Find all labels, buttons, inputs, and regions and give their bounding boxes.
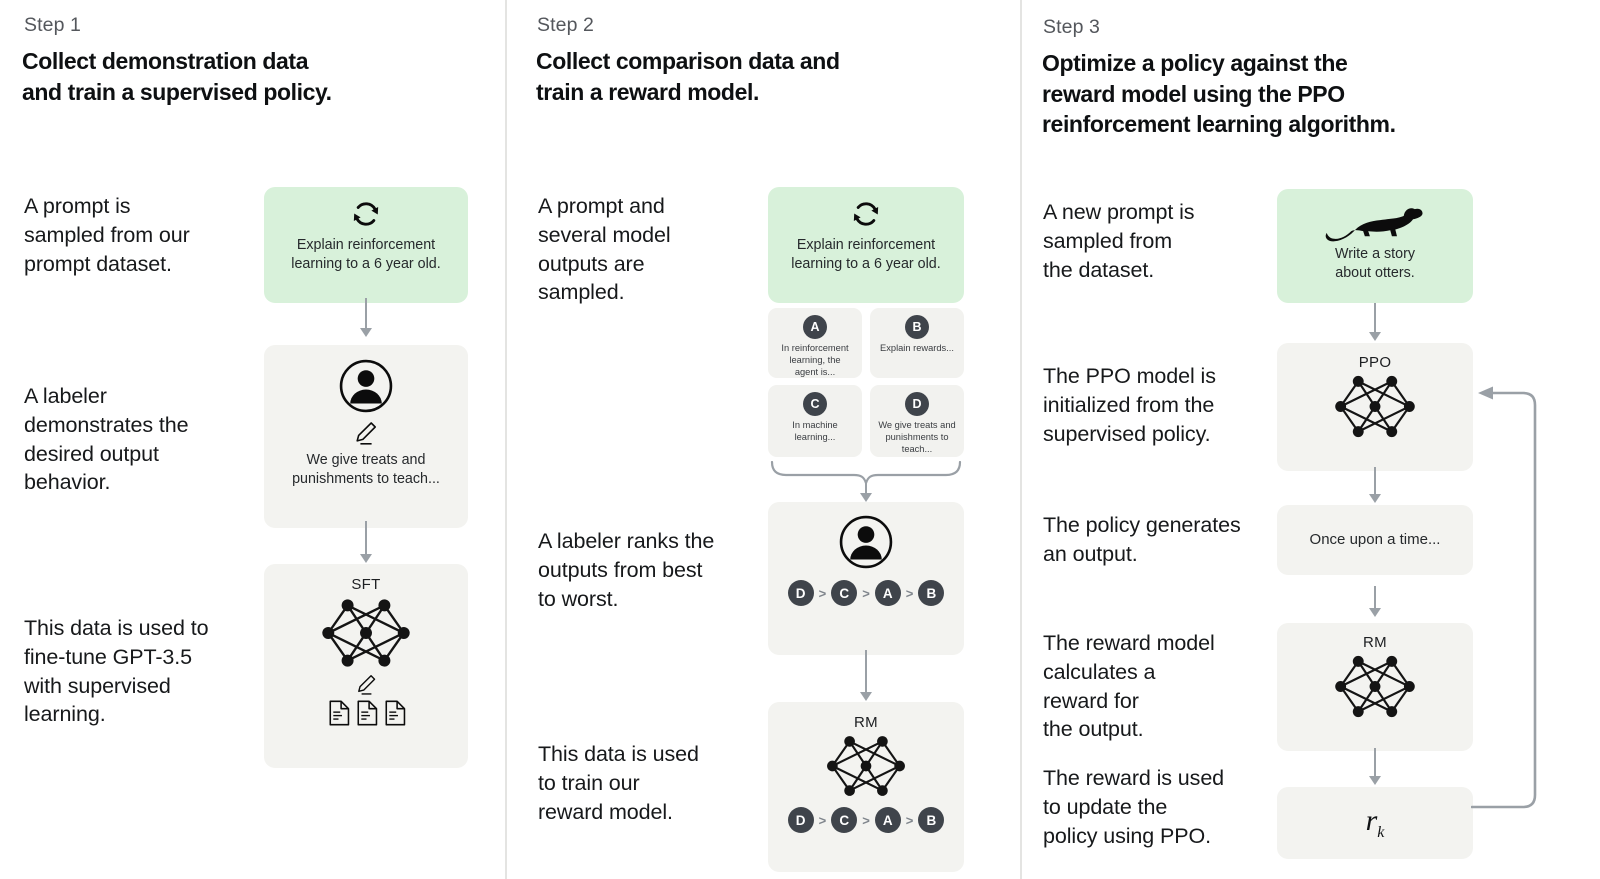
step2-label: Step 2 bbox=[537, 14, 594, 36]
ppo-label: PPO bbox=[1358, 354, 1392, 371]
pencil-icon bbox=[357, 675, 375, 695]
step2-labeler-box: D > C > A > B bbox=[768, 502, 964, 655]
rank-badge: D bbox=[787, 580, 814, 606]
output-box-c: C In machine learning... bbox=[768, 385, 862, 457]
step2-labeler-text: A labeler ranks the outputs from best to… bbox=[538, 529, 715, 611]
document-icon bbox=[384, 700, 405, 726]
step2-rm-box: RM D > C > A > B bbox=[768, 702, 964, 872]
sft-label: SFT bbox=[351, 576, 381, 593]
step1-labeler-box-text: We give treats and punishments to teach.… bbox=[292, 452, 440, 487]
arrow-down bbox=[1369, 303, 1381, 341]
output-text: In machine learning... bbox=[792, 420, 838, 443]
arrow-down bbox=[860, 482, 872, 502]
rank-badge: C bbox=[831, 807, 858, 833]
step3-ppo-text: The PPO model is initialized from the su… bbox=[1043, 364, 1216, 446]
output-text: In reinforcement learning, the agent is.… bbox=[781, 343, 849, 378]
step3-ppo-box: PPO bbox=[1277, 343, 1473, 471]
step3-reward-text: The reward is used to update the policy … bbox=[1043, 766, 1225, 848]
step1-title: Collect demonstration data and train a s… bbox=[22, 48, 332, 105]
rank-badge: D bbox=[787, 807, 814, 833]
output-letter-badge: B bbox=[905, 315, 929, 339]
step2-prompt-text: A prompt and several model outputs are s… bbox=[538, 194, 671, 305]
neural-network-icon bbox=[827, 736, 905, 796]
neural-network-icon bbox=[322, 599, 410, 667]
rank-separator: > bbox=[862, 812, 870, 828]
step3-output-text: The policy generates an output. bbox=[1043, 513, 1241, 566]
step3-label: Step 3 bbox=[1043, 16, 1100, 38]
reward-value: rk bbox=[1365, 804, 1385, 841]
step3-prompt-text: A new prompt is sampled from the dataset… bbox=[1043, 200, 1195, 282]
step1-sft-box: SFT bbox=[264, 564, 468, 768]
output-text: We give treats and punishments to teach.… bbox=[878, 420, 956, 455]
cycle-icon bbox=[353, 202, 379, 226]
output-letter-badge: D bbox=[905, 392, 929, 416]
output-text: Explain rewards... bbox=[880, 343, 954, 353]
rank-badge: B bbox=[918, 807, 945, 833]
step2-prompt-box: Explain reinforcement learning to a 6 ye… bbox=[768, 187, 964, 303]
arrow-down bbox=[1369, 467, 1381, 503]
document-icon bbox=[328, 700, 349, 726]
step1-prompt-box-text: Explain reinforcement learning to a 6 ye… bbox=[291, 237, 441, 272]
ranking-row: D > C > A > B bbox=[787, 807, 945, 833]
column-divider-2 bbox=[1020, 0, 1022, 879]
output-box-a: A In reinforcement learning, the agent i… bbox=[768, 308, 862, 378]
rank-separator: > bbox=[862, 585, 870, 601]
column-divider-1 bbox=[505, 0, 507, 879]
labeler-person-icon bbox=[839, 515, 893, 569]
step3-output-box-text: Once upon a time... bbox=[1309, 531, 1441, 549]
feedback-loop-arrow bbox=[1471, 386, 1537, 809]
labeler-person-icon bbox=[339, 359, 393, 413]
arrow-down bbox=[360, 521, 372, 563]
rank-badge: C bbox=[831, 580, 858, 606]
step3-rm-text: The reward model calculates a reward for… bbox=[1043, 631, 1215, 742]
rm-label: RM bbox=[1363, 634, 1387, 651]
rank-separator: > bbox=[818, 585, 827, 601]
step2-prompt-box-text: Explain reinforcement learning to a 6 ye… bbox=[791, 237, 941, 272]
rank-badge: A bbox=[874, 807, 901, 833]
rank-separator: > bbox=[905, 585, 914, 601]
step1-prompt-box: Explain reinforcement learning to a 6 ye… bbox=[264, 187, 468, 303]
arrow-down bbox=[360, 298, 372, 337]
step1-label: Step 1 bbox=[24, 14, 81, 36]
output-box-d: D We give treats and punishments to teac… bbox=[870, 385, 964, 457]
step1-data-text: This data is used to fine-tune GPT-3.5 w… bbox=[24, 616, 209, 727]
step3-reward-box: rk bbox=[1277, 787, 1473, 859]
step3-title: Optimize a policy against the reward mod… bbox=[1042, 50, 1396, 138]
rank-badge: B bbox=[918, 580, 945, 606]
arrow-down bbox=[1369, 586, 1381, 617]
step1-labeler-box: We give treats and punishments to teach.… bbox=[264, 345, 468, 528]
rank-separator: > bbox=[905, 812, 914, 828]
documents-row bbox=[327, 700, 406, 726]
cycle-icon bbox=[853, 202, 879, 226]
arrow-down bbox=[1369, 748, 1381, 785]
step3-output-box: Once upon a time... bbox=[1277, 505, 1473, 575]
rm-label: RM bbox=[854, 714, 878, 731]
step1-labeler-text: A labeler demonstrates the desired outpu… bbox=[24, 384, 189, 495]
neural-network-icon bbox=[1335, 655, 1415, 718]
neural-network-icon bbox=[1335, 375, 1415, 438]
ranking-row: D > C > A > B bbox=[787, 580, 945, 606]
output-letter-badge: C bbox=[803, 392, 827, 416]
output-letter-badge: A bbox=[803, 315, 827, 339]
otter-icon bbox=[1325, 208, 1423, 242]
document-icon bbox=[356, 700, 377, 726]
step3-prompt-box: Write a story about otters. bbox=[1277, 189, 1473, 303]
step3-rm-box: RM bbox=[1277, 623, 1473, 751]
step1-prompt-text: A prompt is sampled from our prompt data… bbox=[24, 194, 190, 276]
output-box-b: B Explain rewards... bbox=[870, 308, 964, 378]
step3-prompt-box-text: Write a story about otters. bbox=[1335, 246, 1415, 281]
rank-separator: > bbox=[818, 812, 827, 828]
arrow-down bbox=[860, 650, 872, 701]
rank-badge: A bbox=[874, 580, 901, 606]
step2-data-text: This data is used to train our reward mo… bbox=[538, 742, 699, 824]
step2-title: Collect comparison data and train a rewa… bbox=[536, 48, 840, 105]
pencil-icon bbox=[356, 422, 376, 445]
